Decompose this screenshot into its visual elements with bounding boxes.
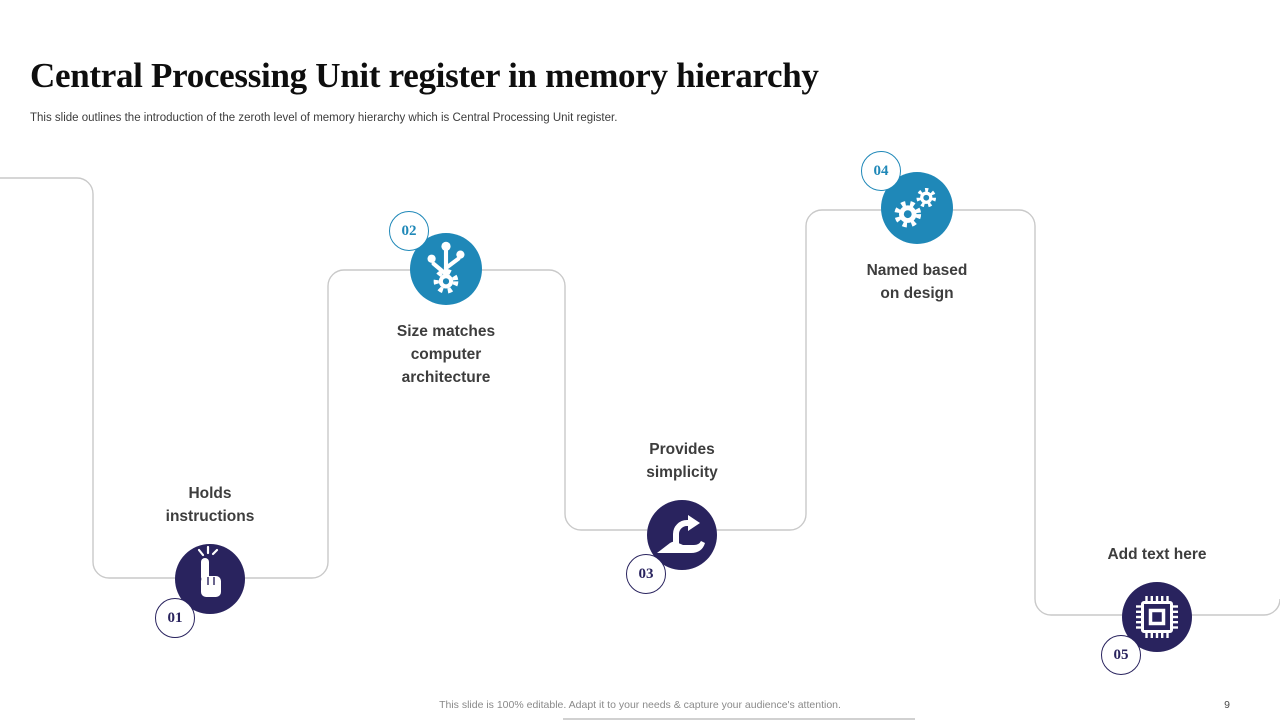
slide-subtitle: This slide outlines the introduction of … [30,111,618,124]
step-04-label: Named based on design [866,262,968,302]
usb-connector-icon [427,241,465,294]
step-01-label: Holds instructions [165,485,255,525]
step-02-icon-circle [410,233,482,305]
step-04-number-badge: 04 [861,151,901,191]
step-02-number-badge: 02 [389,211,429,251]
page-number: 9 [1224,699,1230,711]
step-05-icon-circle [1122,582,1192,652]
step-02-label: Size matches computer architecture [396,323,496,386]
cut-off-text-edge [563,718,915,720]
tap-hand-icon [197,545,221,597]
step-03-label: Provides simplicity [646,441,718,481]
step-01-number-badge: 01 [155,598,195,638]
step-05-label: Add text here [1107,546,1207,563]
step-03-number-badge: 03 [626,554,666,594]
step-05-number-badge: 05 [1101,635,1141,675]
hand-arrow-icon [657,515,705,553]
gears-icon [894,187,937,228]
page-title: Central Processing Unit register in memo… [30,56,819,96]
footer-note: This slide is 100% editable. Adapt it to… [439,699,841,711]
cpu-chip-icon [1136,596,1178,638]
